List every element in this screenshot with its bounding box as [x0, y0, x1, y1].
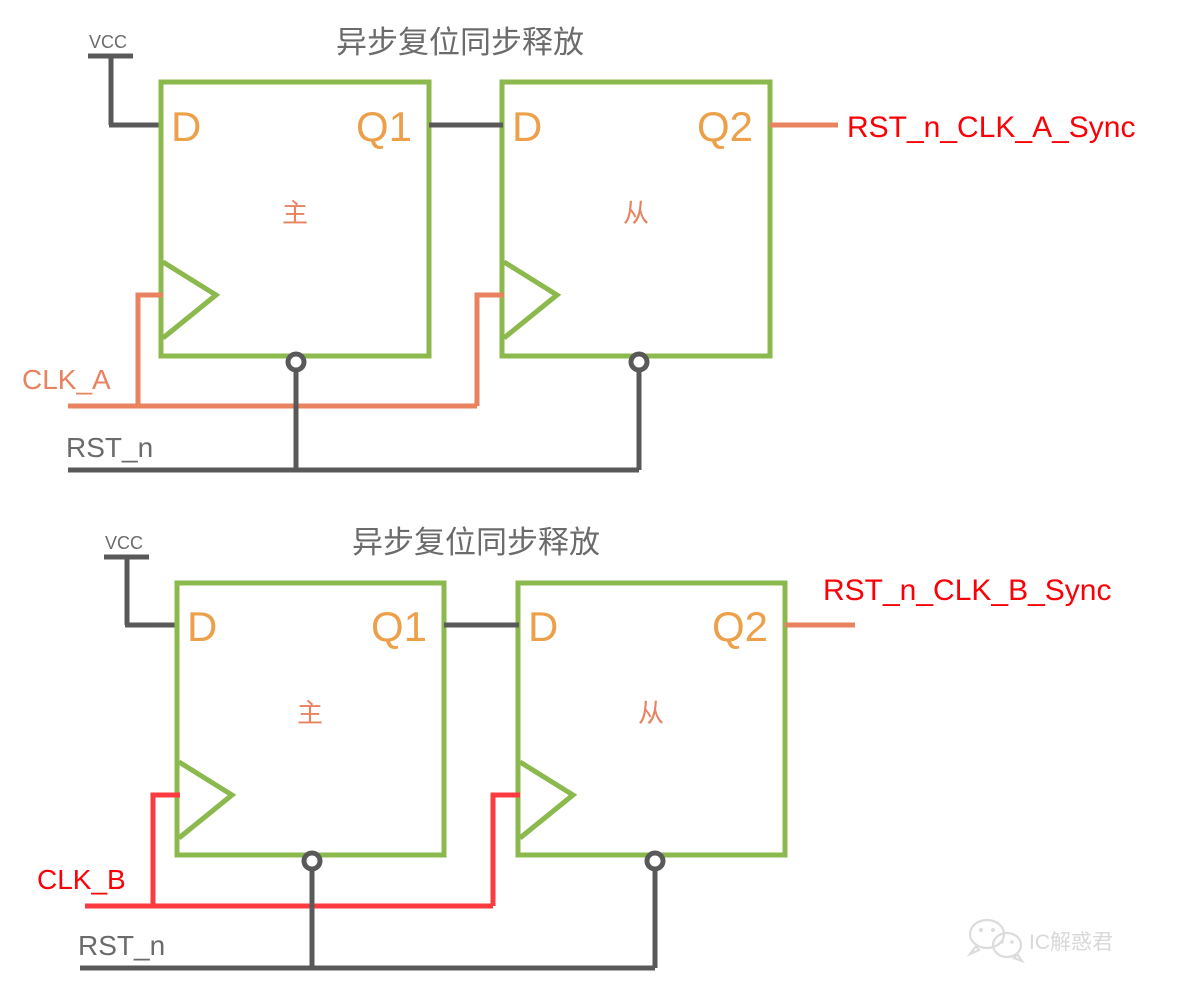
ff-a2-clock-triangle	[502, 259, 562, 340]
ff-b2-body-label: 从	[638, 698, 664, 728]
flipflop-a2[interactable]: D Q2 从	[499, 79, 773, 373]
watermark-label: IC解惑君	[1029, 931, 1113, 954]
clk-a-riser-ff2	[474, 292, 504, 406]
ff-b2-q-label: Q2	[712, 603, 768, 650]
wechat-icon-dot-3	[1000, 940, 1004, 944]
wechat-icon-dot-4	[1010, 940, 1014, 944]
clock-net-a	[68, 292, 504, 409]
watermark: IC解惑君	[966, 918, 1113, 964]
ff-a1-body-label: 主	[282, 198, 308, 228]
clock-net-b	[85, 792, 520, 909]
ff-a2-reset-bubble-icon	[628, 351, 650, 373]
section-clk-b: VCC 异步复位同步释放 D Q1 主 D Q2 从	[37, 525, 1112, 971]
flipflop-b2[interactable]: D Q2 从	[515, 580, 788, 872]
clock-label-a: CLK_A	[22, 364, 111, 395]
reset-net-b	[80, 869, 658, 971]
ff-b2-d-label: D	[528, 603, 558, 650]
output-label-b: RST_n_CLK_B_Sync	[823, 574, 1112, 607]
clk-b-riser-ff2	[490, 792, 520, 906]
vcc-symbol-a	[88, 53, 162, 128]
vcc-label-b: VCC	[105, 533, 143, 553]
reset-label-a: RST_n	[66, 432, 153, 463]
reset-label-b: RST_n	[78, 930, 165, 961]
flipflop-a1[interactable]: D Q1 主	[158, 79, 432, 373]
ff-b1-reset-bubble-icon	[301, 850, 323, 872]
ff-a1-clock-triangle	[161, 259, 221, 340]
section-title-b: 异步复位同步释放	[352, 525, 600, 560]
wechat-icon-small-bubble	[991, 931, 1023, 959]
ff-b2-clock-triangle	[518, 759, 578, 840]
reset-net-a	[68, 370, 642, 473]
ff-b2-body	[515, 580, 788, 858]
wechat-icon-dot-2	[991, 928, 995, 932]
ff-a1-q-label: Q1	[356, 103, 412, 150]
vcc-symbol-b	[104, 554, 178, 628]
section-clk-a: VCC 异步复位同步释放 D Q1 主 D Q2 从	[22, 25, 1136, 473]
ff-a2-q-label: Q2	[697, 103, 753, 150]
ff-a2-body-label: 从	[623, 198, 649, 228]
clk-a-riser-ff1	[135, 292, 163, 406]
ff-b1-body-label: 主	[297, 698, 323, 728]
section-title-a: 异步复位同步释放	[336, 25, 584, 60]
vcc-label-a: VCC	[89, 32, 127, 52]
ff-b1-d-label: D	[187, 603, 217, 650]
ff-b1-clock-triangle	[177, 759, 237, 840]
wechat-icon-big-tail	[966, 944, 981, 957]
ff-a2-d-label: D	[512, 103, 542, 150]
output-label-a: RST_n_CLK_A_Sync	[847, 111, 1136, 144]
ff-a1-d-label: D	[171, 103, 201, 150]
clock-label-b: CLK_B	[37, 864, 126, 895]
flipflop-b1[interactable]: D Q1 主	[174, 580, 447, 872]
wechat-icon	[966, 918, 1025, 964]
ff-b1-q-label: Q1	[371, 603, 427, 650]
clk-b-riser-ff1	[150, 792, 180, 906]
ff-b2-reset-bubble-icon	[644, 850, 666, 872]
ff-a1-reset-bubble-icon	[285, 351, 307, 373]
wechat-icon-dot-1	[979, 928, 983, 932]
wechat-icon-small-tail	[1012, 952, 1025, 964]
ff-a1-body	[158, 79, 432, 359]
